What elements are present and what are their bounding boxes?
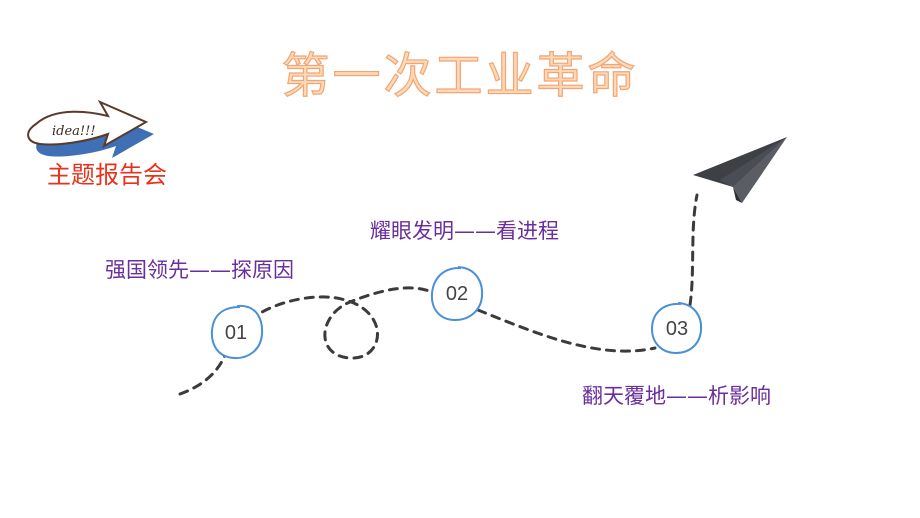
- step-label-03: 翻天覆地——析影响: [582, 384, 771, 408]
- step-number-02: 02: [445, 283, 469, 305]
- step-number-03: 03: [665, 318, 689, 340]
- badge-text: idea!!!: [52, 124, 96, 139]
- node-circle-02: [430, 266, 484, 322]
- step-label-02: 耀眼发明——看进程: [370, 219, 559, 243]
- paper-plane-icon: [693, 137, 787, 203]
- dashed-path: [178, 193, 699, 396]
- node-circle-03: [650, 302, 703, 355]
- step-label-01: 强国领先——探原因: [105, 258, 294, 282]
- arrow-sign-icon: idea!!!: [27, 99, 154, 158]
- node-circle-01: [210, 304, 264, 360]
- subtitle: 主题报告会: [47, 161, 167, 189]
- step-number-01: 01: [224, 322, 248, 344]
- page-title: 第一次工业革命: [281, 47, 639, 104]
